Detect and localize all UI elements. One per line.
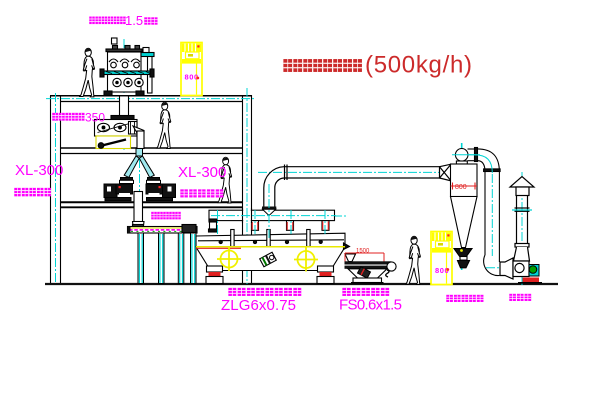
svg-text:(500kg/h): (500kg/h): [365, 52, 472, 79]
svg-text:XL-300: XL-300: [15, 162, 63, 179]
svg-text:XL-300: XL-300: [178, 164, 226, 181]
svg-text:1500: 1500: [356, 249, 370, 255]
svg-text:350: 350: [85, 111, 105, 125]
svg-text:800: 800: [455, 184, 467, 191]
svg-text:ZLG6x0.75: ZLG6x0.75: [221, 297, 296, 314]
svg-text:800: 800: [435, 266, 449, 275]
svg-text:800: 800: [185, 73, 199, 82]
svg-text:1.5: 1.5: [125, 13, 143, 28]
svg-text:FS0.6x1.5: FS0.6x1.5: [339, 297, 402, 314]
